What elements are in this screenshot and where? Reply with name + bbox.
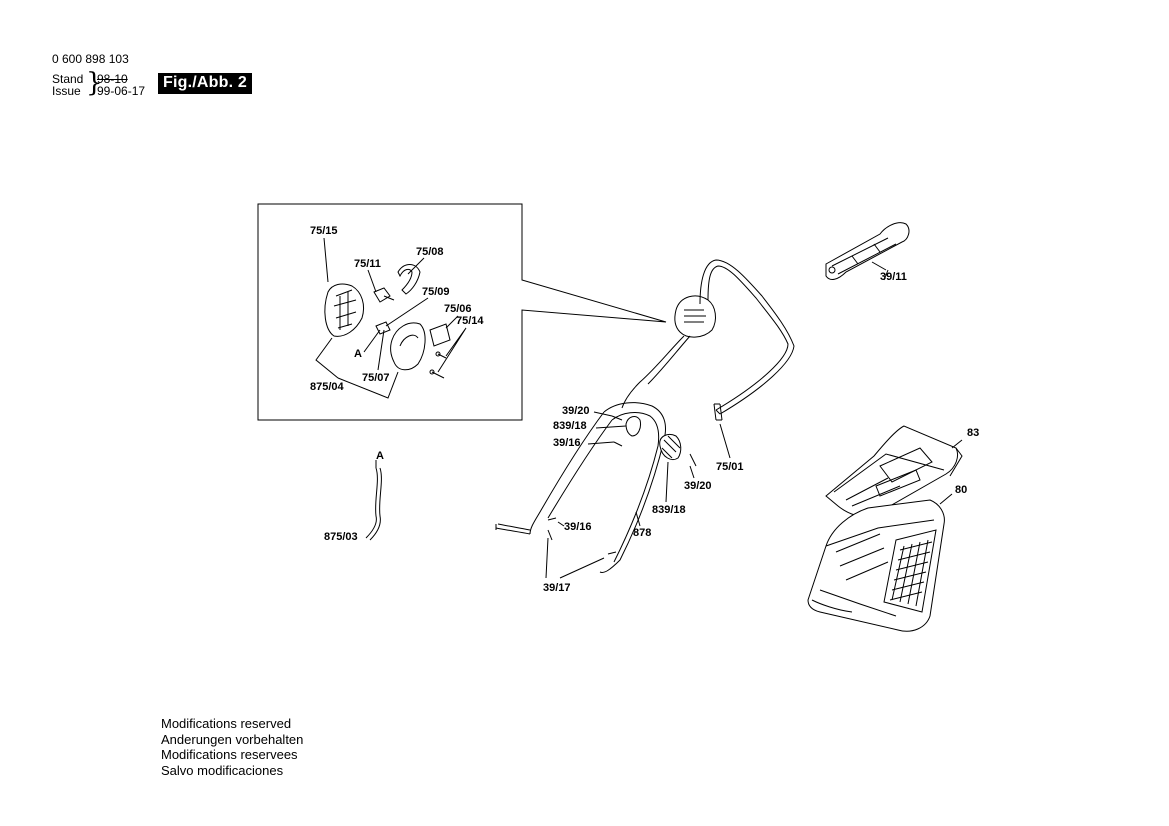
label-80: 80 xyxy=(955,484,968,496)
label-839-18-a: 839/18 xyxy=(553,420,587,432)
label-39-17: 39/17 xyxy=(543,582,571,594)
grass-box xyxy=(807,499,945,632)
note-line: Salvo modificaciones xyxy=(161,762,284,778)
switch-housing-left xyxy=(324,283,365,337)
label-39-16-b: 39/16 xyxy=(564,521,592,533)
label-878: 878 xyxy=(633,527,652,539)
label-75-09: 75/09 xyxy=(422,286,450,298)
label-39-16-a: 39/16 xyxy=(553,437,581,449)
tube-part xyxy=(713,403,723,421)
label-75-14: 75/14 xyxy=(456,315,484,327)
wrench-tool xyxy=(825,222,910,280)
label-75-07: 75/07 xyxy=(362,372,390,384)
label-39-11: 39/11 xyxy=(880,271,907,283)
label-75-08: 75/08 xyxy=(416,246,444,258)
inset-frame xyxy=(257,203,667,421)
brace-glyph: } xyxy=(86,68,103,98)
old-date: 98-10 xyxy=(97,72,128,86)
label-75-11: 75/11 xyxy=(354,258,381,270)
knob-right xyxy=(659,433,682,460)
label-39-20-a: 39/20 xyxy=(562,405,590,417)
label-839-18-b: 839/18 xyxy=(652,504,686,516)
issue-label: Issue xyxy=(52,84,81,98)
stand-label: Stand xyxy=(52,72,84,86)
label-75-06: 75/06 xyxy=(444,303,472,315)
note-line: Anderungen vorbehalten xyxy=(161,731,304,747)
label-a-inset: A xyxy=(354,348,362,360)
label-875-04: 875/04 xyxy=(310,381,344,393)
handle-assembly xyxy=(495,259,795,573)
cable-part xyxy=(365,460,382,541)
figure-label: Fig./Abb. 2 xyxy=(158,73,252,94)
label-75-15: 75/15 xyxy=(310,225,338,237)
inset-leaders xyxy=(315,237,467,399)
label-a-cable: A xyxy=(376,450,384,462)
issue-date: 99-06-17 xyxy=(97,84,146,98)
label-75-01: 75/01 xyxy=(716,461,744,473)
label-39-20-b: 39/20 xyxy=(684,480,712,492)
part-number: 0 600 898 103 xyxy=(52,52,129,66)
switch-part xyxy=(373,287,395,303)
switch-cover xyxy=(390,322,426,371)
main-leaders xyxy=(545,411,731,579)
modification-notes: Modifications reserved Anderungen vorbeh… xyxy=(161,716,303,778)
lever-part xyxy=(397,264,421,295)
note-line: Modifications reserved xyxy=(161,716,292,731)
screws xyxy=(547,415,697,555)
bracket-screws xyxy=(429,323,451,379)
label-875-03: 875/03 xyxy=(324,531,358,543)
knob-upper xyxy=(625,416,641,437)
box-leaders xyxy=(883,269,963,505)
note-line: Modifications reservees xyxy=(161,747,298,762)
label-83: 83 xyxy=(967,427,980,439)
